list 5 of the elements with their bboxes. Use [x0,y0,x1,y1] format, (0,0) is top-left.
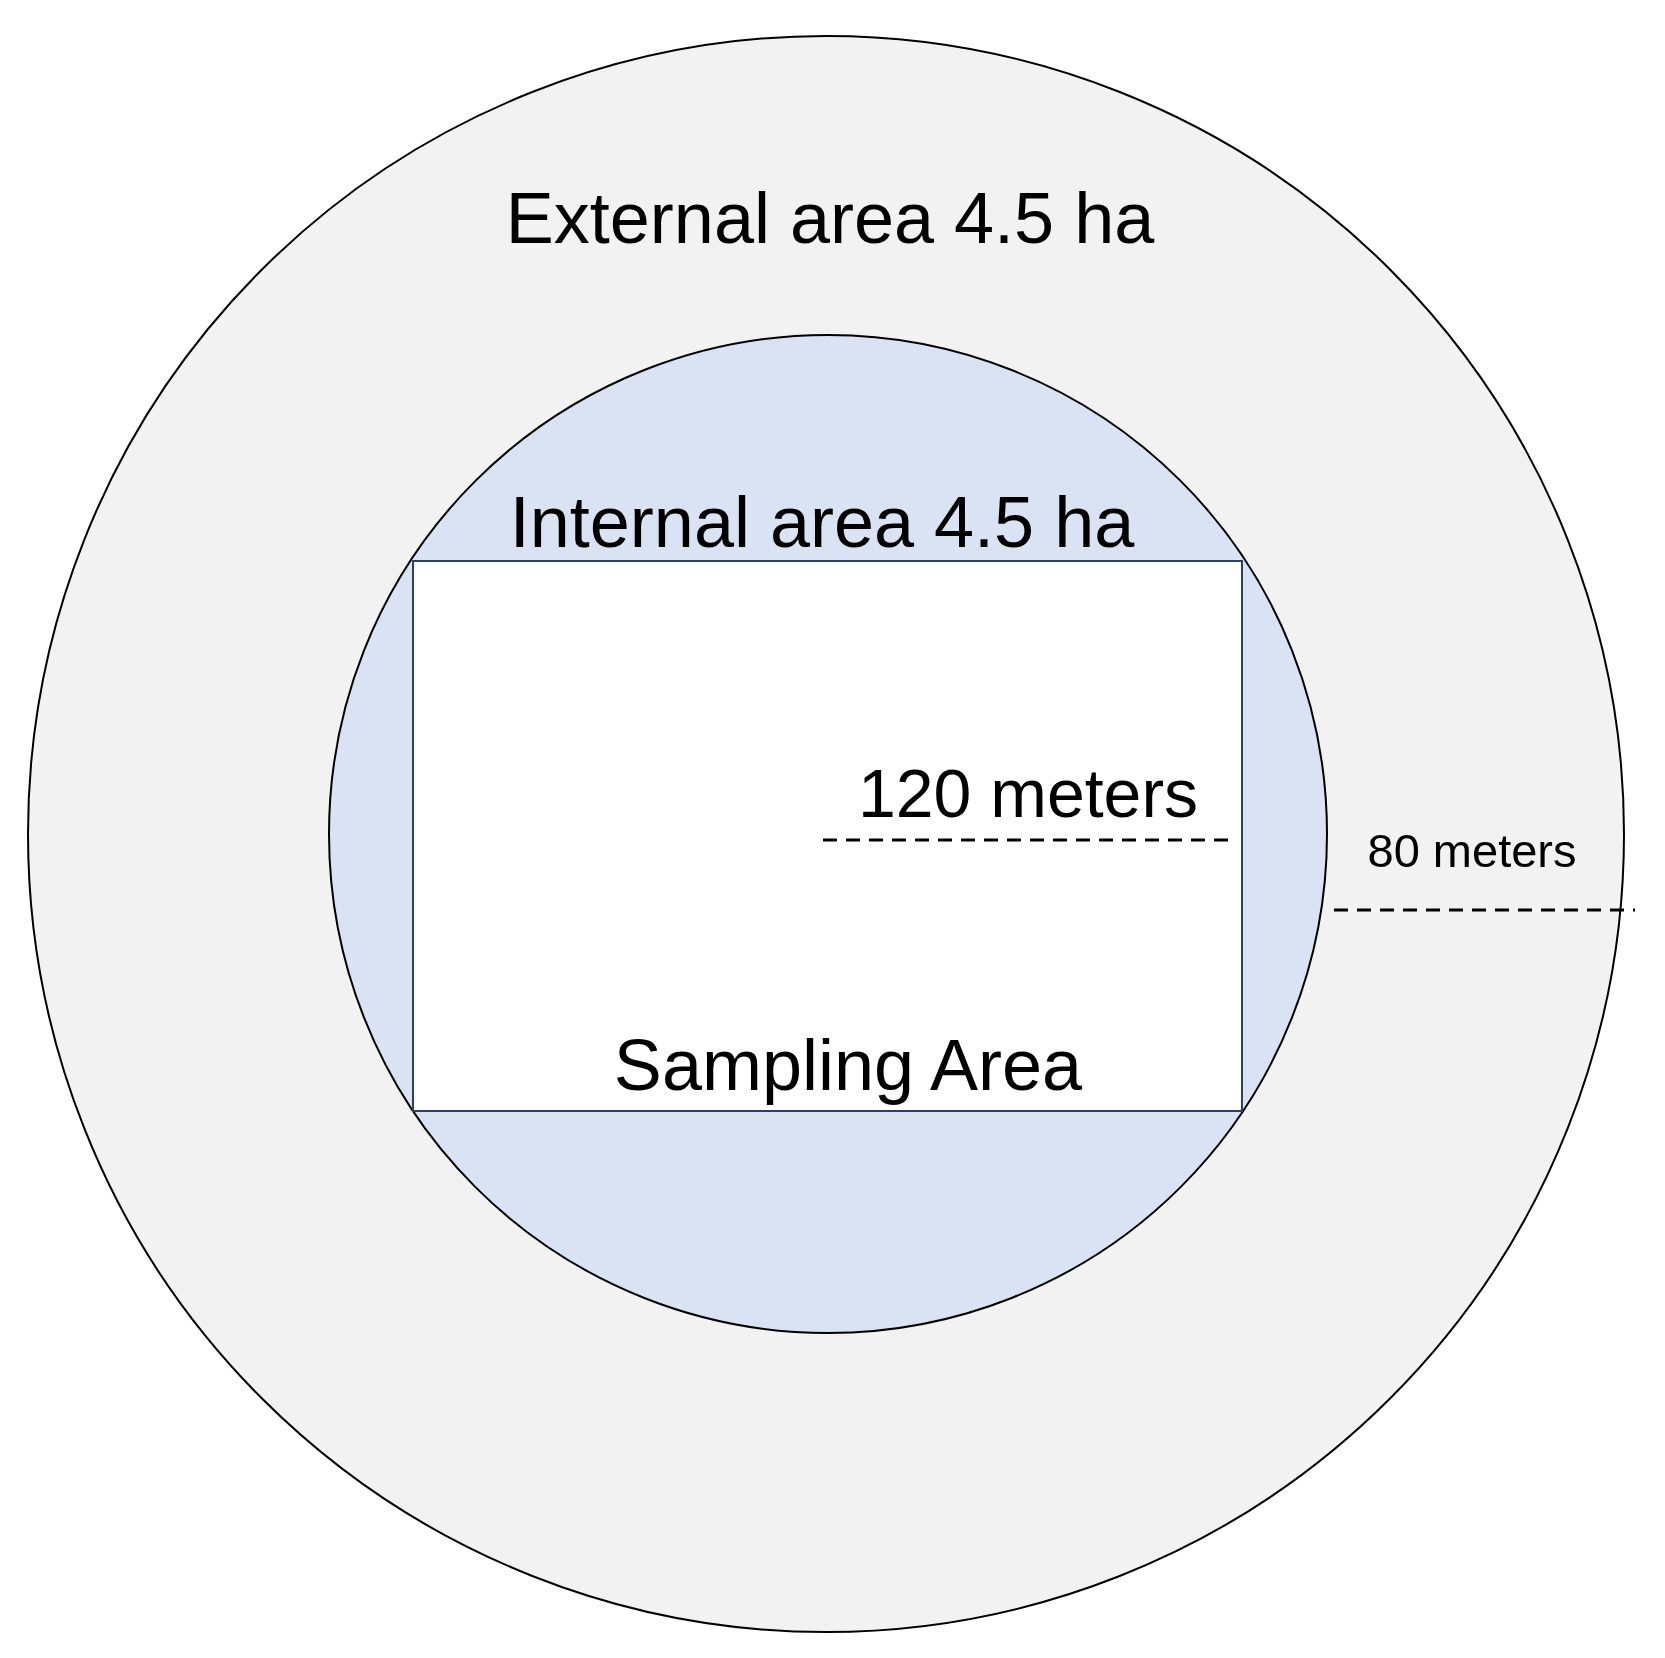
area-label: Internal area 4.5 ha [509,486,1135,558]
dimension-label: 120 meters [857,759,1199,827]
area-rectangle [412,560,1243,1112]
area-label: External area 4.5 ha [505,182,1155,254]
dimension-label: 80 meters [1367,826,1577,874]
